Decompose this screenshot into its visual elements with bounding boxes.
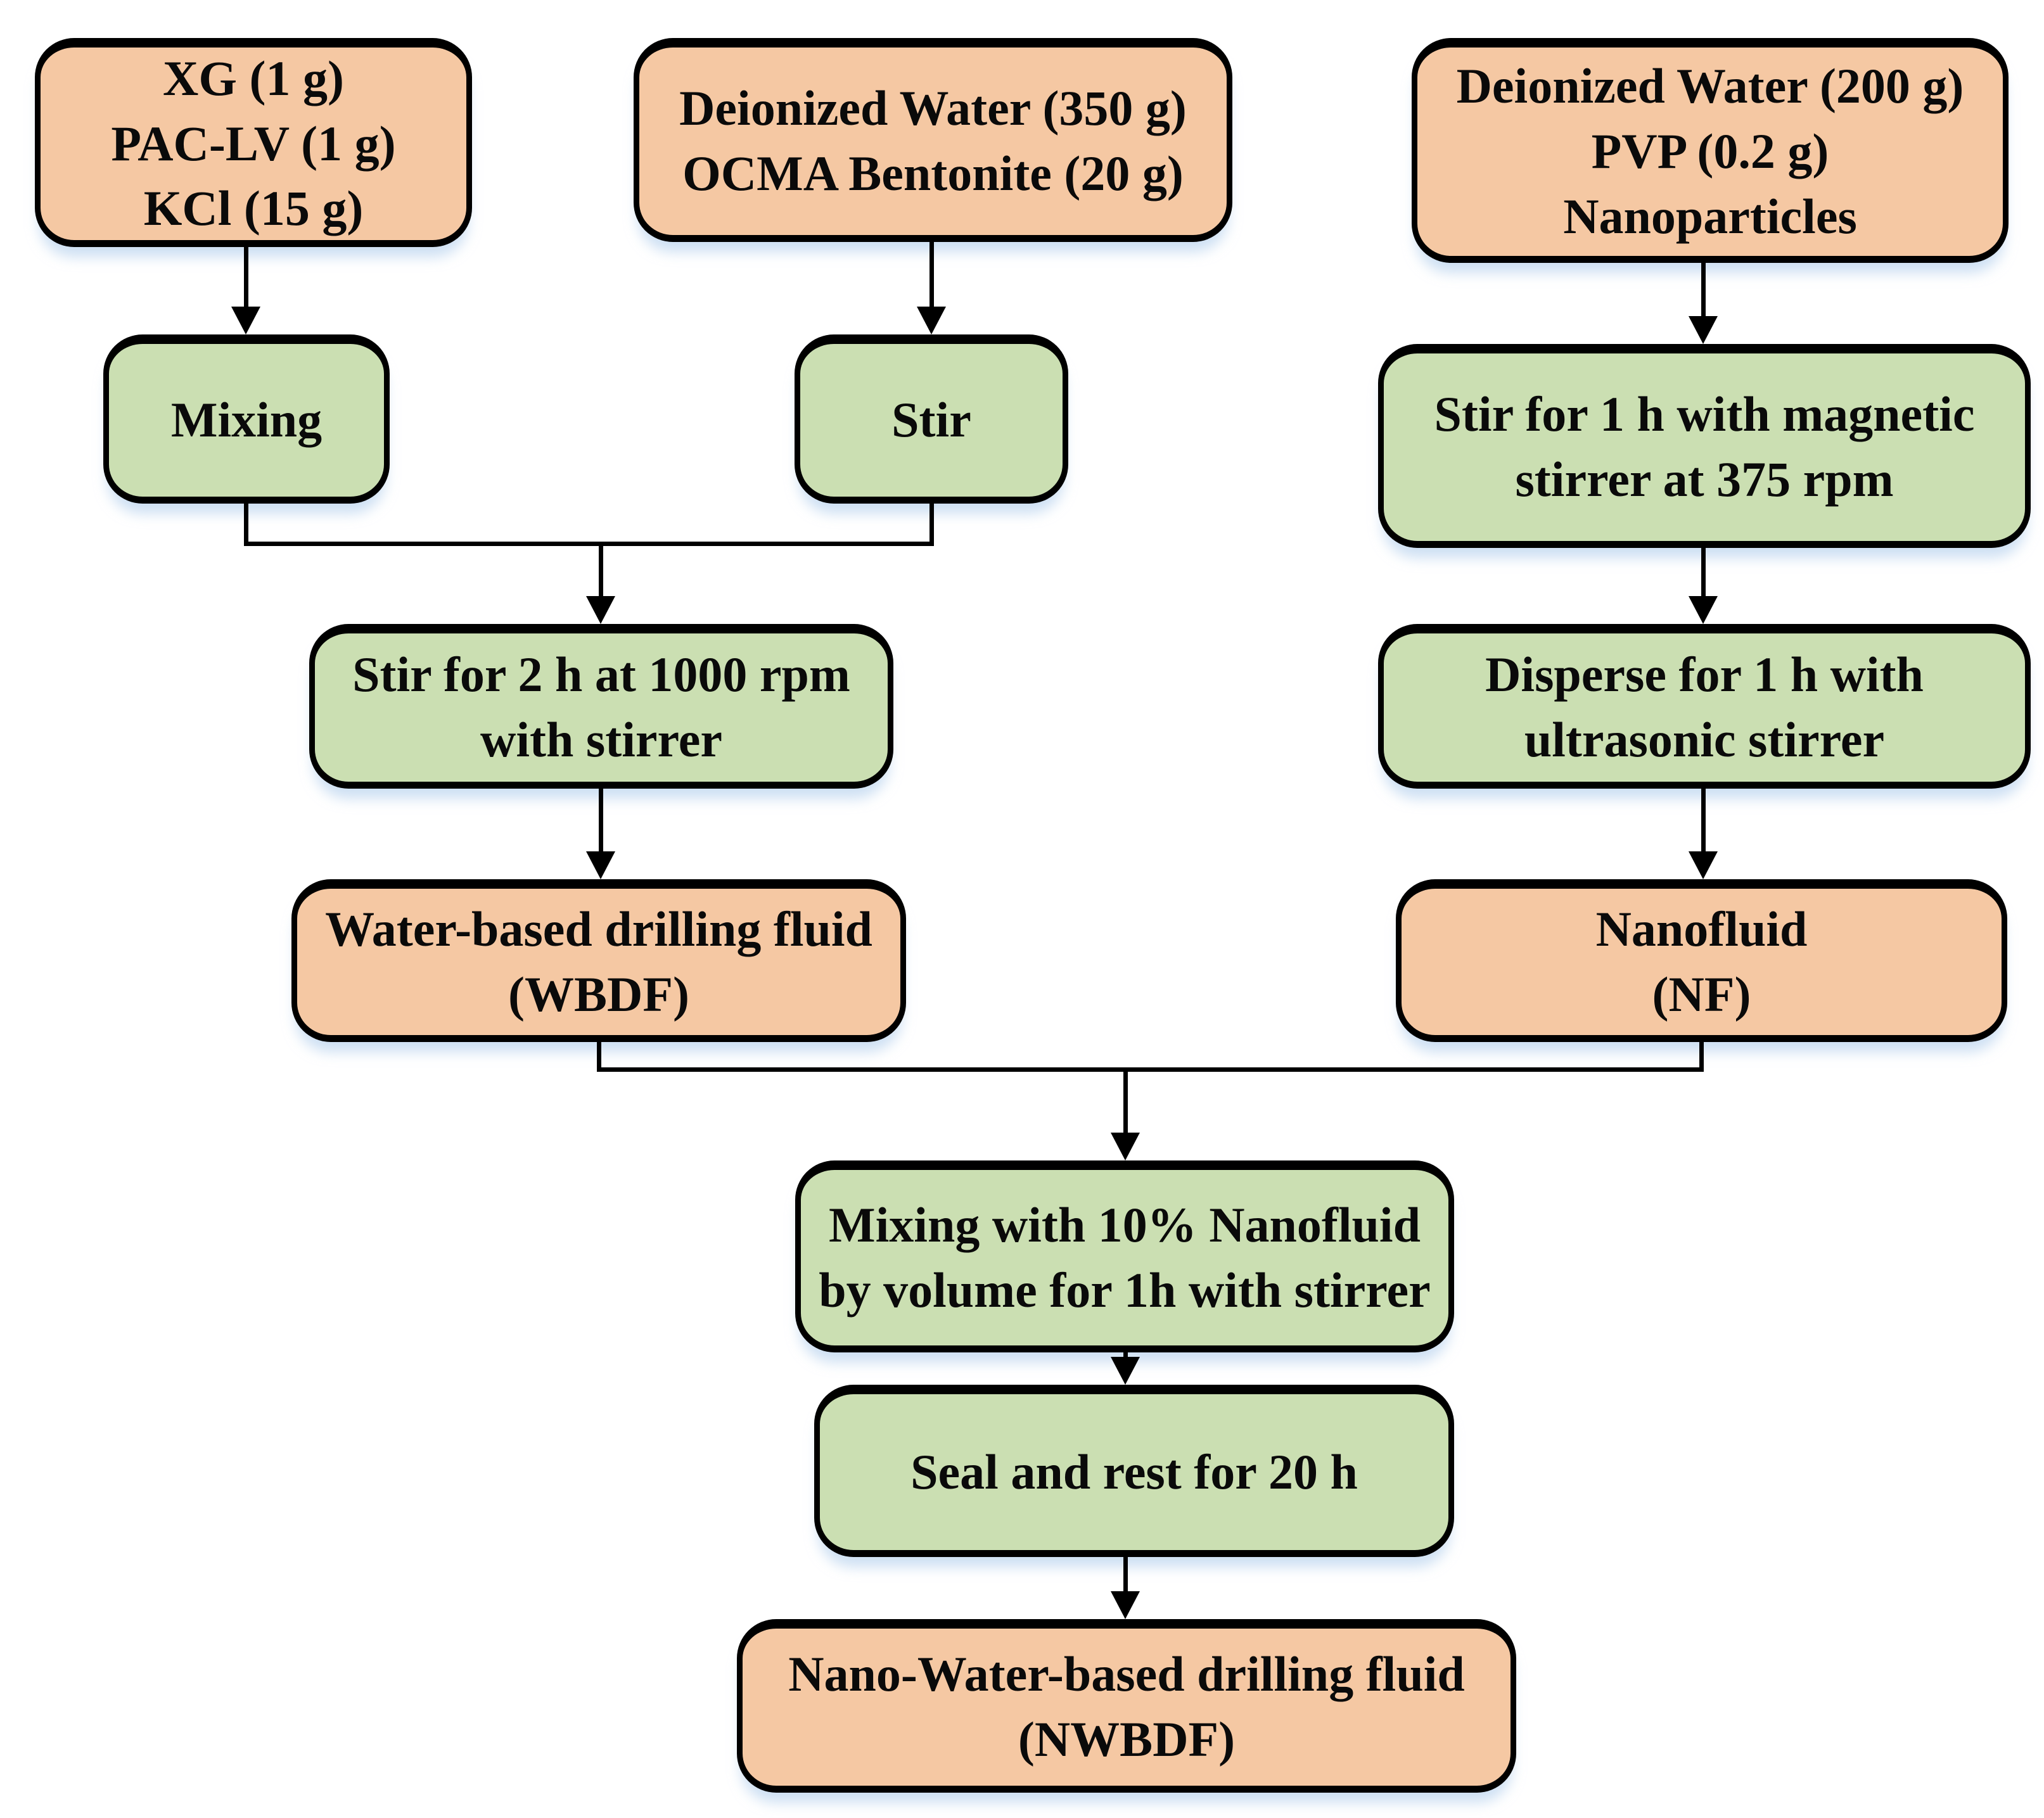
node-nanofluid: Nanofluid (NF) — [1396, 879, 2007, 1042]
arrowhead-pvp-to-magnetic-stir — [1689, 316, 1718, 344]
node-text-line: OCMA Bentonite (20 g) — [682, 146, 1184, 201]
node-text-line: Stir for 1 h with magnetic — [1434, 386, 1975, 442]
node-text-line: Nanoparticles — [1563, 188, 1857, 244]
node-text-line: Water-based drilling fluid — [325, 901, 872, 957]
connector-seal-to-nwbdf-line — [1123, 1557, 1128, 1592]
node-text-line: Disperse for 1 h with — [1485, 647, 1924, 702]
node-water-pvp-nanoparticles: Deionized Water (200 g) PVP (0.2 g) Nano… — [1412, 38, 2009, 263]
node-text-line: with stirrer — [480, 712, 722, 767]
arrowhead-merge1-to-stir2h — [586, 596, 615, 624]
arrowhead-stir2h-to-wbdf — [586, 851, 615, 879]
connector-merge2-stub-line — [1123, 1067, 1128, 1133]
connector-nanofluid-down-line — [1699, 1042, 1704, 1072]
arrowhead-xg-to-mixing — [231, 307, 260, 334]
arrowhead-merge2-to-mix10 — [1111, 1133, 1140, 1160]
connector-wbdf-down-line — [597, 1042, 601, 1072]
node-text-line: XG (1 g) — [163, 50, 344, 106]
node-text-line: (NWBDF) — [1018, 1712, 1236, 1767]
connector-magnetic-to-disperse-line — [1701, 548, 1706, 597]
node-stir-2h: Stir for 2 h at 1000 rpm with stirrer — [309, 624, 893, 789]
node-seal-rest: Seal and rest for 20 h — [814, 1385, 1454, 1557]
connector-xg-to-mixing-line — [244, 247, 248, 308]
arrowhead-seal-to-nwbdf — [1111, 1591, 1140, 1619]
node-text-line: PAC-LV (1 g) — [111, 115, 396, 171]
node-stir: Stir — [795, 334, 1068, 504]
node-water-bentonite: Deionized Water (350 g) OCMA Bentonite (… — [634, 38, 1232, 242]
node-disperse: Disperse for 1 h with ultrasonic stirrer — [1378, 624, 2031, 789]
arrowhead-disperse-to-nanofluid — [1689, 851, 1718, 879]
connector-mixing-down-line — [244, 502, 248, 544]
node-wbdf: Water-based drilling fluid (WBDF) — [291, 879, 906, 1042]
connector-pvp-to-magnetic-stir-line — [1701, 263, 1706, 317]
connector-stir2h-to-wbdf-line — [599, 789, 603, 852]
node-text-line: Nano-Water-based drilling fluid — [788, 1646, 1465, 1702]
arrowhead-magnetic-to-disperse — [1689, 596, 1718, 624]
node-text-line: stirrer at 375 rpm — [1515, 452, 1894, 507]
node-text-line: (WBDF) — [508, 966, 689, 1022]
connector-disperse-to-nanofluid-line — [1701, 789, 1706, 852]
connector-mix10-to-seal-line — [1123, 1352, 1128, 1360]
node-text-line: Stir — [891, 392, 971, 448]
node-text-line: KCl (15 g) — [143, 181, 364, 236]
node-xg-pac-lv-kcl: XG (1 g) PAC-LV (1 g) KCl (15 g) — [35, 38, 472, 247]
connector-stir-down-line — [929, 502, 934, 544]
node-text-line: ultrasonic stirrer — [1524, 712, 1885, 767]
node-mix-10pct-nanofluid: Mixing with 10% Nanofluid by volume for … — [795, 1160, 1454, 1352]
connector-water-to-stir-line — [929, 242, 934, 308]
connector-merge2-horizontal-line — [597, 1067, 1704, 1072]
node-text-line: Stir for 2 h at 1000 rpm — [352, 647, 850, 702]
connector-merge1-stub-line — [599, 542, 603, 597]
node-text-line: Mixing with 10% Nanofluid — [829, 1197, 1421, 1252]
node-text-line: Deionized Water (350 g) — [679, 80, 1187, 136]
node-mixing: Mixing — [103, 334, 390, 504]
connector-merge1-horizontal-line — [244, 542, 934, 546]
node-text-line: Deionized Water (200 g) — [1456, 58, 1964, 114]
node-nwbdf: Nano-Water-based drilling fluid (NWBDF) — [737, 1619, 1516, 1793]
node-stir-magnetic: Stir for 1 h with magnetic stirrer at 37… — [1378, 344, 2031, 548]
arrowhead-water-to-stir — [917, 307, 946, 334]
arrowhead-mix10-to-seal — [1111, 1357, 1140, 1385]
node-text-line: by volume for 1h with stirrer — [819, 1262, 1431, 1318]
node-text-line: (NF) — [1652, 966, 1751, 1022]
node-text-line: Seal and rest for 20 h — [910, 1444, 1358, 1499]
node-text-line: Mixing — [170, 392, 323, 448]
node-text-line: Nanofluid — [1595, 901, 1808, 957]
node-text-line: PVP (0.2 g) — [1591, 124, 1829, 179]
